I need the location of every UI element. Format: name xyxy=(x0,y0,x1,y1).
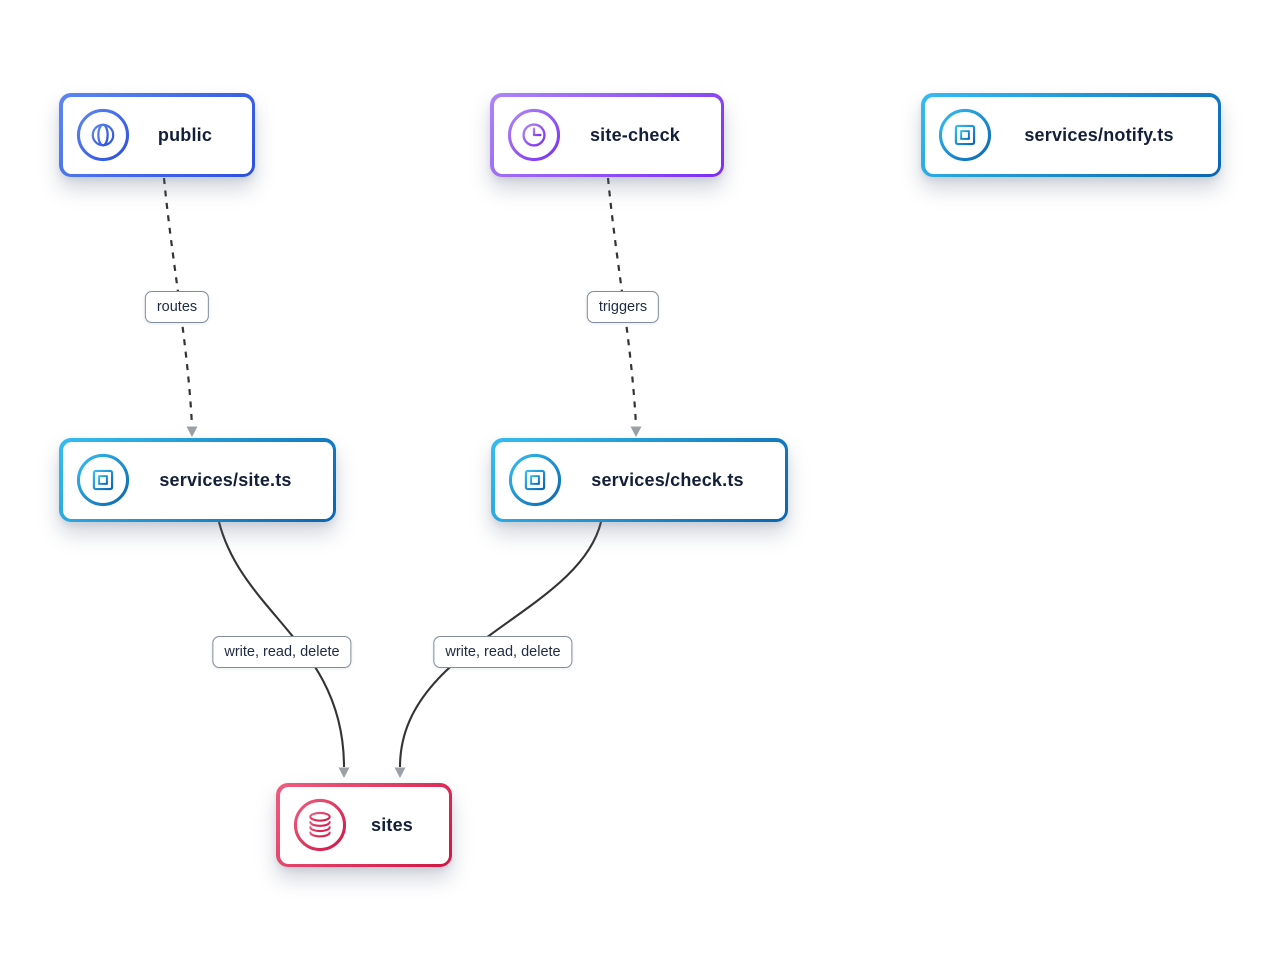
edge-label-write-read-delete: write, read, delete xyxy=(212,636,352,668)
arrowhead-icon xyxy=(186,426,198,437)
database-icon xyxy=(292,797,348,853)
node-label: services/check.ts xyxy=(591,469,744,490)
node-site-check[interactable]: site-check xyxy=(490,93,724,177)
node-services-site[interactable]: services/site.ts xyxy=(59,438,336,522)
node-services-check[interactable]: services/check.ts xyxy=(491,438,788,522)
edge-check-to-sites xyxy=(398,521,603,768)
node-label: services/notify.ts xyxy=(1024,124,1174,145)
clock-icon xyxy=(506,107,562,163)
edge-label-routes: routes xyxy=(144,291,210,323)
arrowhead-icon xyxy=(394,767,406,778)
chip-icon xyxy=(507,452,563,508)
node-label: sites xyxy=(370,814,414,835)
node-public[interactable]: public xyxy=(59,93,255,177)
globe-icon xyxy=(75,107,131,163)
edge-label-triggers: triggers xyxy=(586,291,660,323)
arrowhead-icon xyxy=(630,426,642,437)
chip-icon xyxy=(937,107,993,163)
edge-site-to-sites xyxy=(217,521,346,768)
node-label: public xyxy=(157,124,213,145)
node-label: site-check xyxy=(589,124,681,145)
arrowhead-icon xyxy=(338,767,350,778)
node-sites[interactable]: sites xyxy=(276,783,452,867)
edge-label-write-read-delete: write, read, delete xyxy=(433,636,573,668)
chip-icon xyxy=(75,452,131,508)
node-services-notify[interactable]: services/notify.ts xyxy=(921,93,1221,177)
node-label: services/site.ts xyxy=(159,469,292,490)
